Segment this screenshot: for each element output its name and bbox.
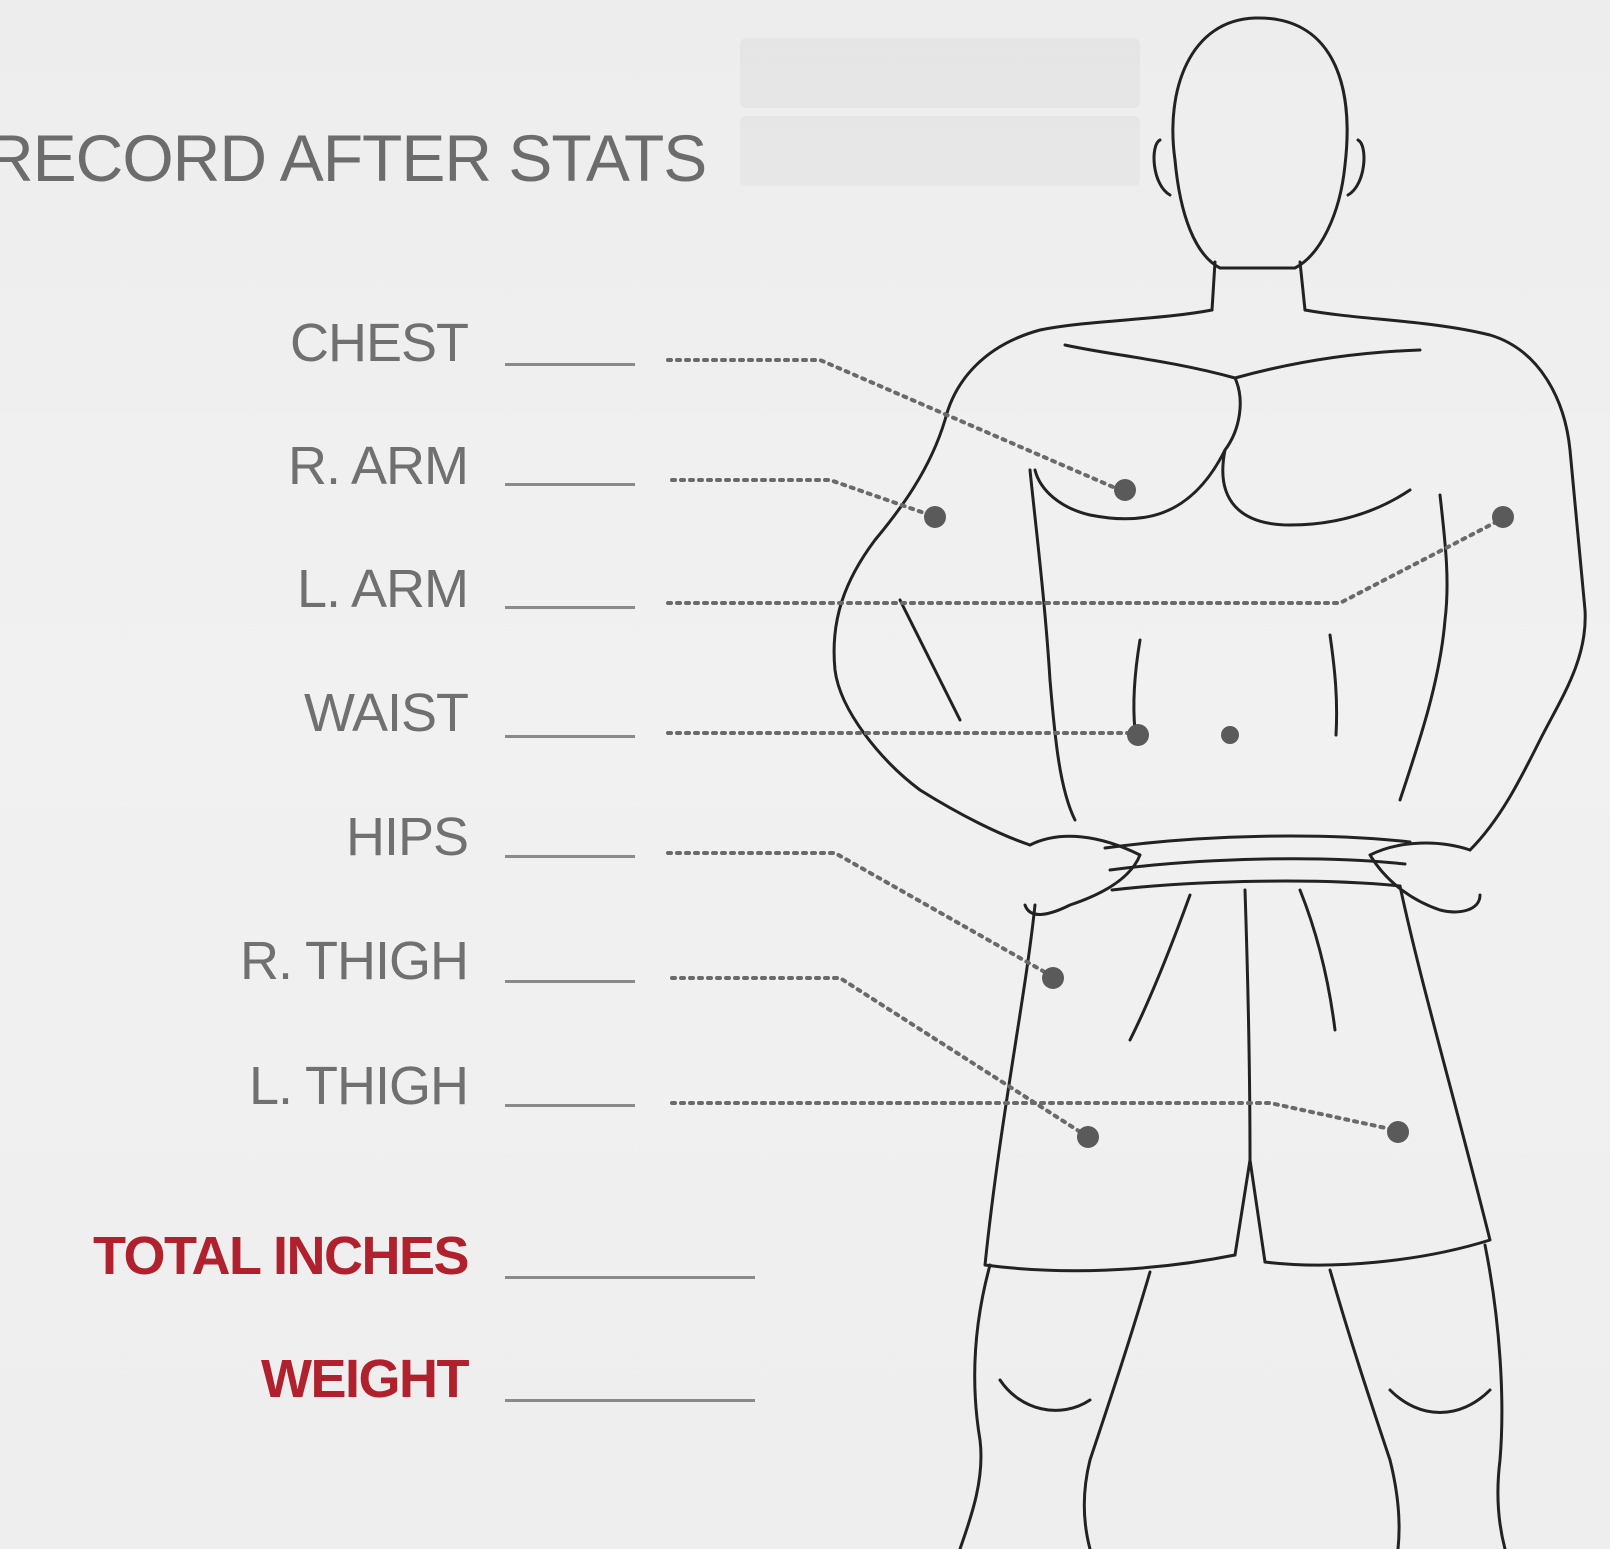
measurement-label-chest: CHEST xyxy=(68,312,468,374)
measurement-label-l-thigh: L. THIGH xyxy=(68,1055,468,1117)
measurement-label-r-thigh: R. THIGH xyxy=(68,930,468,992)
measurement-label-hips: HIPS xyxy=(68,806,468,868)
measurement-blank-hips[interactable] xyxy=(505,855,635,858)
total-inches-label: TOTAL INCHES xyxy=(68,1225,468,1287)
total-inches-blank[interactable] xyxy=(505,1276,755,1279)
weight-label: WEIGHT xyxy=(68,1348,468,1410)
measurement-blank-waist[interactable] xyxy=(505,735,635,738)
weight-blank[interactable] xyxy=(505,1399,755,1402)
measurement-blank-r-arm[interactable] xyxy=(505,483,635,486)
measurement-blank-l-thigh[interactable] xyxy=(505,1104,635,1107)
measurement-blank-r-thigh[interactable] xyxy=(505,980,635,983)
measurement-label-r-arm: R. ARM xyxy=(68,435,468,497)
measurement-blank-l-arm[interactable] xyxy=(505,606,635,609)
measurement-label-l-arm: L. ARM xyxy=(68,558,468,620)
measurement-label-waist: WAIST xyxy=(68,682,468,744)
measurement-blank-chest[interactable] xyxy=(505,363,635,366)
